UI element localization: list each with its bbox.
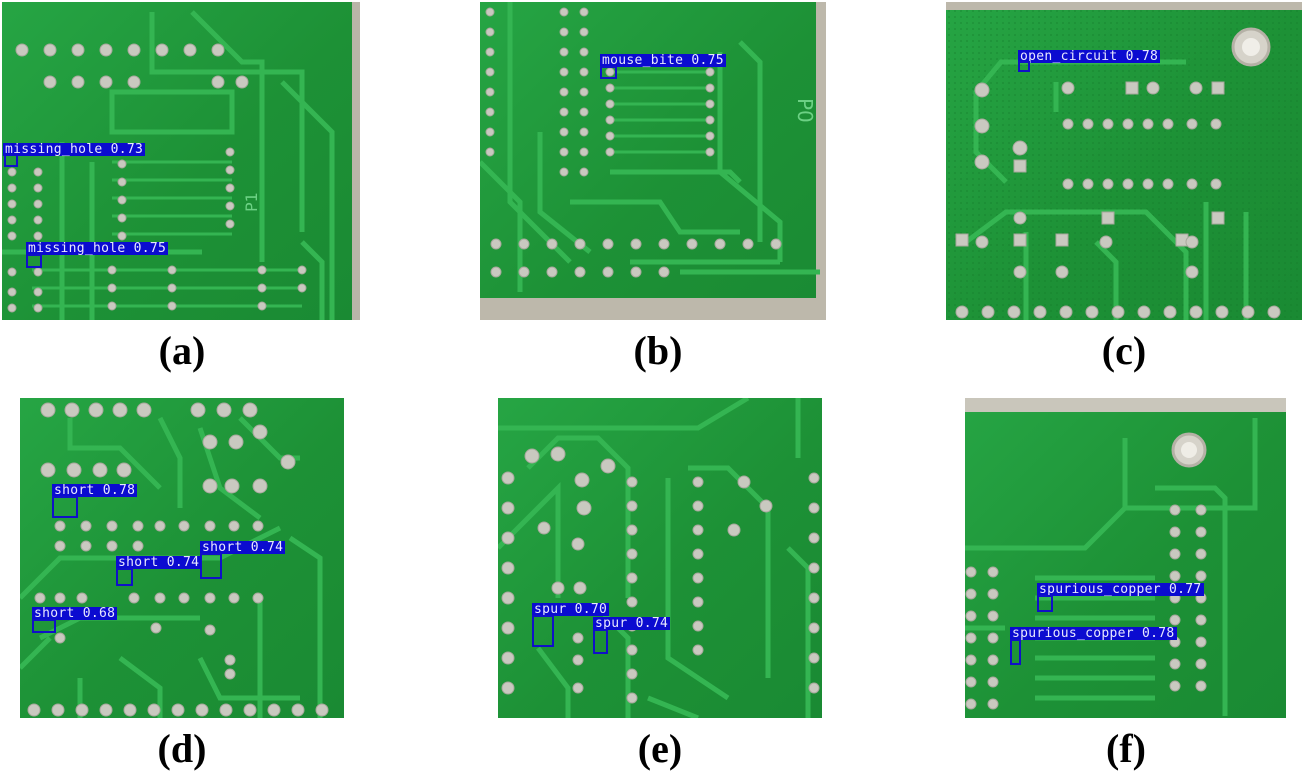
pcb-artwork: P1 <box>2 2 360 320</box>
detection-box <box>32 619 56 633</box>
detection-box <box>593 629 608 654</box>
detection-label: missing_hole 0.75 <box>26 241 169 256</box>
detection-box <box>116 568 133 586</box>
detection-label: spur 0.74 <box>593 616 671 631</box>
pcb-artwork <box>965 398 1286 716</box>
detection-label: spurious_copper 0.77 <box>1037 582 1204 597</box>
board-marking-p0: P0 <box>793 98 817 123</box>
pcb-artwork <box>498 398 820 718</box>
detection-box <box>4 154 18 167</box>
board-marking-p1: P1 <box>242 192 261 212</box>
panel-caption: (a) <box>158 328 206 373</box>
detection-label: short 0.68 <box>32 606 118 621</box>
detection-box <box>52 496 78 518</box>
panel-caption: (f) <box>1106 726 1146 771</box>
detection-label: mouse_bite 0.75 <box>600 53 726 68</box>
detection-box <box>200 553 222 579</box>
panel-caption: (d) <box>157 726 207 771</box>
detection-label: spurious_copper 0.78 <box>1010 626 1177 641</box>
detection-label: open_circuit 0.78 <box>1018 49 1161 64</box>
detection-label: missing_hole 0.73 <box>3 142 146 157</box>
panel-c-image: open_circuit 0.78 <box>946 2 1302 320</box>
panel-b-image: P0 mouse_bite 0.75 <box>480 2 826 320</box>
panel-d-image: short 0.78 short 0.74 short 0.74 short 0… <box>20 398 344 718</box>
detection-label: spur 0.70 <box>532 602 610 617</box>
detection-box <box>1018 61 1030 72</box>
panel-e-image: spur 0.70 spur 0.74 <box>498 398 822 718</box>
pcb-artwork: P0 <box>480 2 826 320</box>
panel-caption: (c) <box>1101 328 1147 373</box>
panel-f-image: spurious_copper 0.77 spurious_copper 0.7… <box>965 398 1286 718</box>
panel-caption: (e) <box>637 726 683 771</box>
detection-label: short 0.74 <box>116 555 202 570</box>
detection-box <box>1037 595 1053 612</box>
detection-label: short 0.74 <box>200 540 286 555</box>
detection-box <box>532 615 554 647</box>
panel-caption: (b) <box>633 328 683 373</box>
pcb-artwork <box>20 402 329 718</box>
panel-a-image: P1 missing_hole 0.73 missing_hole 0.75 <box>2 2 360 320</box>
detection-box <box>1010 639 1021 665</box>
detection-box <box>26 254 42 268</box>
detection-box <box>600 66 617 79</box>
detection-label: short 0.78 <box>52 483 138 498</box>
